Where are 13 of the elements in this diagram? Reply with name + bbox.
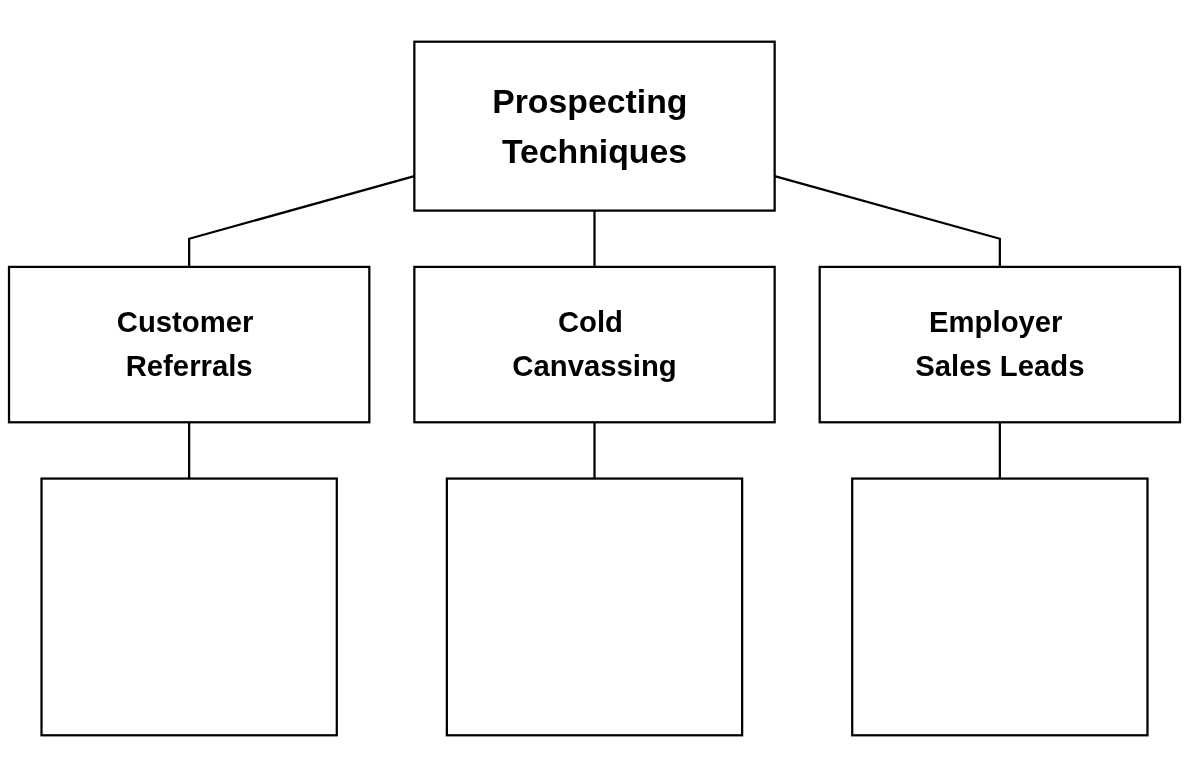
node-box: Customer Referrals: [7, 265, 371, 424]
connector: [188, 175, 415, 267]
node-box: [851, 477, 1149, 737]
connector: [188, 422, 191, 479]
node-box: [40, 477, 338, 737]
node-box: [445, 477, 744, 737]
node-box: Cold Canvassing: [413, 265, 776, 424]
connector: [593, 422, 596, 479]
connector: [774, 175, 1001, 267]
node-box: Employer Sales Leads: [818, 265, 1182, 424]
connector: [593, 210, 596, 267]
node-box: Prospecting Techniques: [413, 40, 776, 212]
connector: [998, 422, 1001, 479]
